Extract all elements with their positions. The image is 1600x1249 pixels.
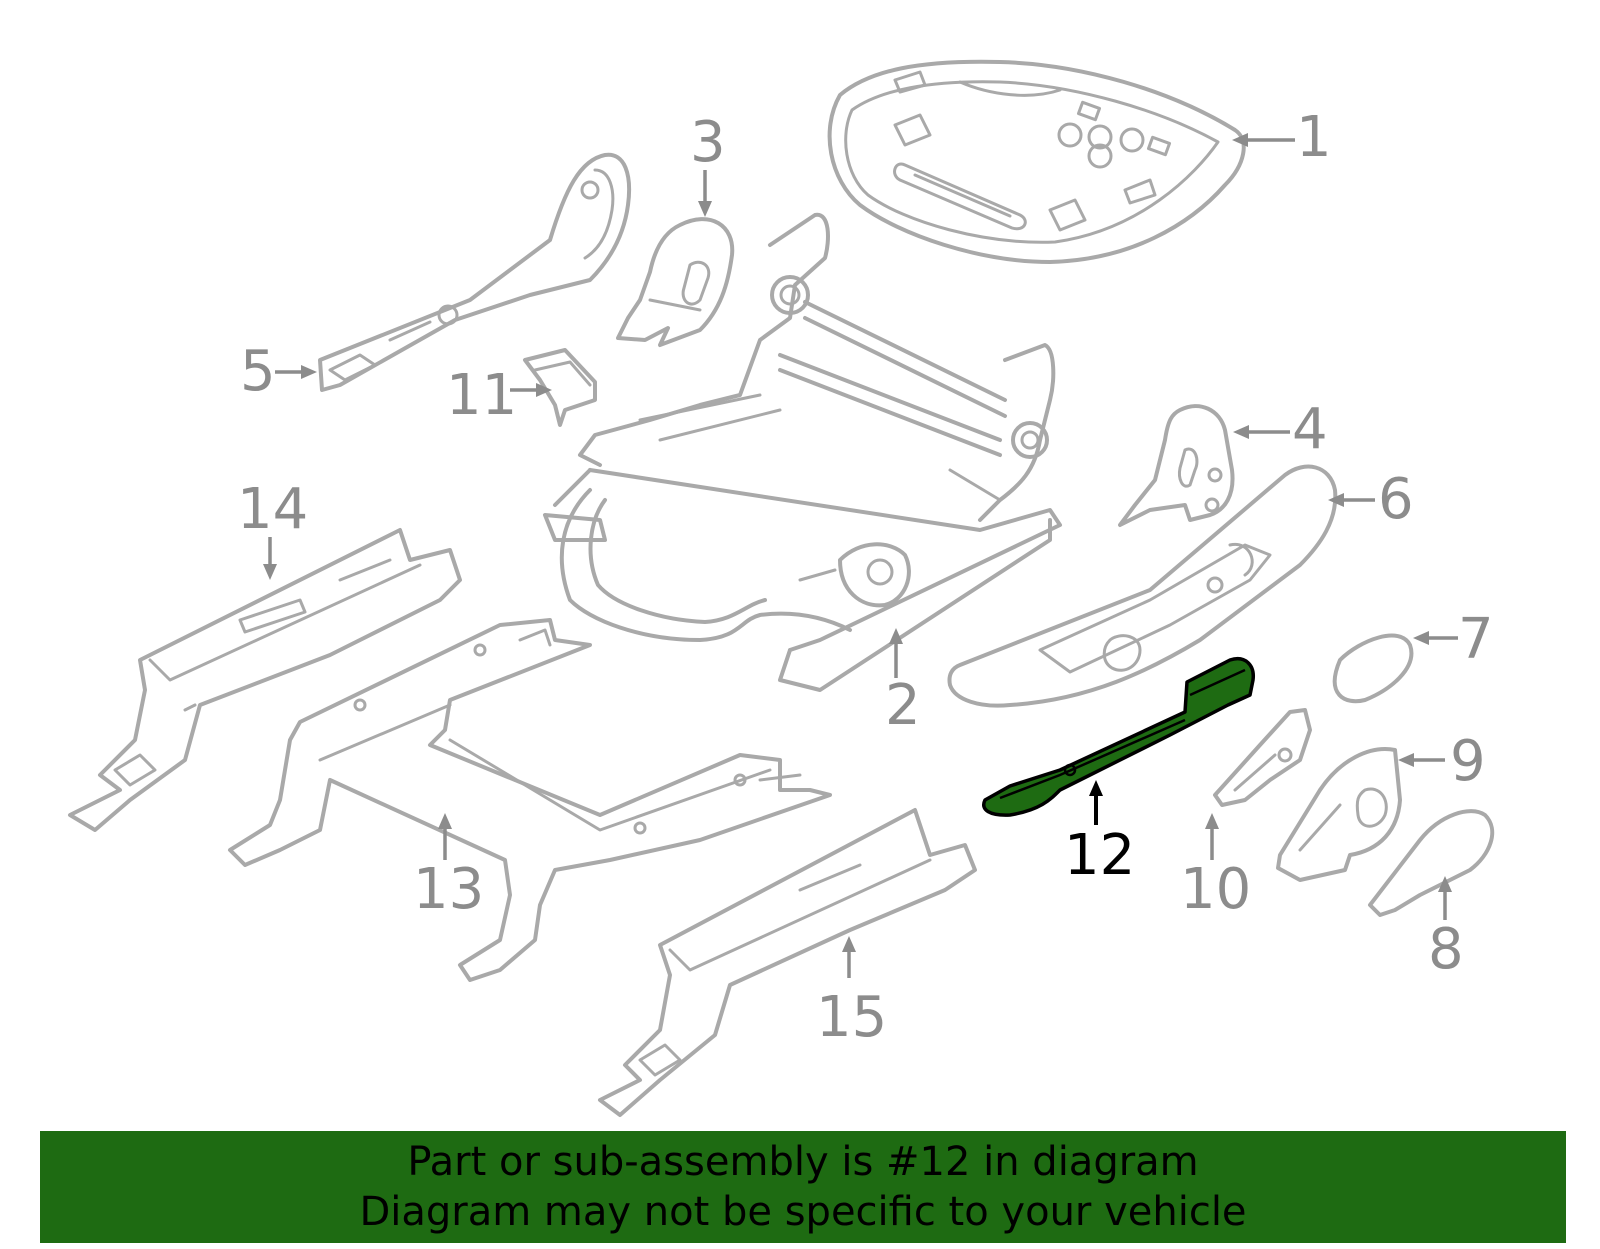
part-2-seat-frame-track[interactable]	[543, 212, 1062, 692]
part-6-side-shield[interactable]	[947, 464, 1338, 708]
part-1-seat-cushion-pan[interactable]	[827, 59, 1246, 264]
leader-lines	[263, 133, 1458, 978]
part-10-bracket[interactable]	[1213, 708, 1312, 807]
part-7-cap[interactable]	[1332, 633, 1414, 704]
banner-line-2: Diagram may not be specific to your vehi…	[359, 1189, 1247, 1235]
callout-9: 9	[1450, 729, 1486, 794]
callout-10: 10	[1180, 857, 1252, 922]
callout-3: 3	[690, 110, 726, 175]
part-4-recliner-cover-right[interactable]	[1118, 404, 1235, 527]
callout-1: 1	[1296, 105, 1332, 170]
callout-14: 14	[237, 477, 309, 542]
callout-15: 15	[816, 985, 888, 1050]
part-8-handle[interactable]	[1368, 809, 1495, 917]
part-12-track-cover-highlighted[interactable]	[982, 657, 1255, 817]
callout-11: 11	[446, 363, 518, 428]
callout-5: 5	[240, 339, 276, 404]
callout-7: 7	[1458, 607, 1494, 672]
part-3-recliner-cover-upper[interactable]	[616, 217, 735, 347]
callout-6: 6	[1378, 467, 1414, 532]
part-13-cross-frame[interactable]	[228, 618, 832, 982]
part-14-left-track[interactable]	[68, 528, 462, 832]
callout-13: 13	[413, 857, 485, 922]
part-11-clip[interactable]	[523, 348, 597, 427]
part-9-cover[interactable]	[1276, 747, 1402, 882]
callout-4: 4	[1292, 397, 1328, 462]
callout-8: 8	[1428, 917, 1464, 982]
callout-2: 2	[885, 673, 921, 738]
info-banner: Part or sub-assembly is #12 in diagram D…	[40, 1131, 1566, 1243]
part-15-right-track[interactable]	[598, 808, 977, 1117]
banner-line-1: Part or sub-assembly is #12 in diagram	[407, 1139, 1199, 1185]
part-5-side-trim[interactable]	[318, 152, 632, 392]
callout-12-highlighted: 12	[1064, 823, 1136, 888]
